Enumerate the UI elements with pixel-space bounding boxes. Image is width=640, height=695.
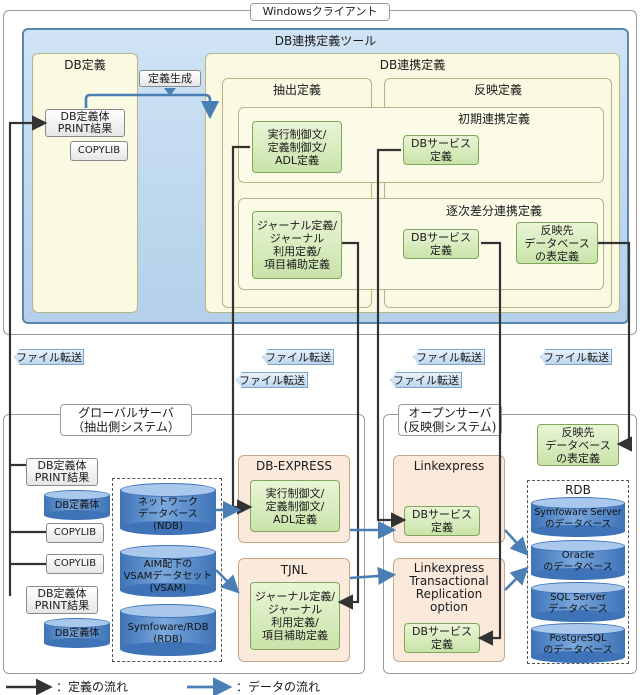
legend-definition-flow: ：定義の流れ [56,680,129,694]
vsam-cylinder: AIM配下の VSAMデータセット (VSAM) [120,545,216,597]
tjnl-title: TJNL [280,563,308,577]
delta-journal-definition: ジャーナル定義/ ジャーナル 利用定義/ 項目補助定義 [252,211,342,279]
rdb-label: Symfoware/RDB (RDB) [127,622,209,645]
db-def-print-result: DB定義体 PRINT結果 [45,109,125,137]
vsam-label: AIM配下の VSAMデータセット (VSAM) [123,559,213,594]
file-transfer-tag-3: ファイル転送 [236,372,308,388]
file-transfer-label-3: ファイル転送 [239,374,305,387]
open-server-title: オープンサーバ (反映側システム) [398,404,502,436]
os-table-definition-text: 反映先 データベース の表定義 [545,425,611,465]
open-server-title-text: オープンサーバ (反映側システム) [403,406,497,434]
linkexpress-title: Linkexpress [413,459,485,473]
delta-table-text: 反映先 データベース の表定義 [524,223,590,263]
db-link-tool-title: DB連携定義ツール [274,34,377,48]
postgresql-db-cylinder: PostgreSQL のデータベース [531,623,625,663]
initial-link-definition-title: 初期連携定義 [457,112,530,126]
db-link-definition-title: DB連携定義 [379,58,446,72]
initial-control-text: 実行制御文/ 定義制御文/ ADL定義 [267,127,327,167]
db-definition-title: DB定義 [64,58,106,72]
delta-link-definition-title: 逐次差分連携定義 [445,204,542,218]
symfoware-db-cylinder: Symfoware Server のデータベース [531,497,625,537]
file-transfer-tag-5: ファイル転送 [390,372,462,388]
ltr-content: DBサービス 定義 [404,623,480,653]
tjnl-content-text: ジャーナル定義/ ジャーナル 利用定義/ 項目補助定義 [254,590,336,642]
dbexpress-content-text: 実行制御文/ 定義制御文/ ADL定義 [265,486,325,526]
file-transfer-label-2: ファイル転送 [265,351,331,364]
gs-copylib-2: COPYLIB [46,554,104,574]
ndb-label: ネットワーク データベース (NDB) [138,497,198,532]
gs-dbdef-label-2: DB定義体 [54,628,100,639]
reflect-definition-title: 反映定義 [473,83,522,97]
initial-control-definition: 実行制御文/ 定義制御文/ ADL定義 [252,121,342,173]
file-transfer-label-1: ファイル転送 [16,351,82,364]
definition-generation-label: 定義生成 [139,70,201,87]
initial-dbservice-definition: DBサービス 定義 [403,135,479,165]
definition-generation-text: 定義生成 [148,72,192,85]
open-server-box [383,414,637,674]
db-def-print-label: DB定義体 PRINT結果 [57,110,113,135]
sqlserver-db-label: SQL Server データベース [548,592,608,615]
file-transfer-tag-4: ファイル転送 [413,349,485,365]
gs-copylib-1: COPYLIB [46,523,104,543]
delta-table-definition: 反映先 データベース の表定義 [516,222,598,264]
gs-print-result-1: DB定義体 PRINT結果 [26,458,98,486]
initial-dbservice-text: DBサービス 定義 [410,137,472,163]
gs-dbdef-cylinder-2: DB定義体 [44,618,110,648]
global-server-title-text: グローバルサーバ （抽出側システム） [72,406,180,434]
file-transfer-label-4: ファイル転送 [416,351,482,364]
windows-client-label: Windowsクライアント [250,3,390,21]
dbexpress-title: DB-EXPRESS [256,459,332,473]
oracle-db-cylinder: Oracle のデータベース [531,540,625,580]
rdb-cylinder: Symfoware/RDB (RDB) [120,604,216,656]
file-transfer-tag-1: ファイル転送 [14,349,84,365]
postgresql-db-label: PostgreSQL のデータベース [543,633,613,656]
file-transfer-label-5: ファイル転送 [393,374,459,387]
symfoware-db-label: Symfoware Server のデータベース [534,507,622,530]
delta-journal-text: ジャーナル定義/ ジャーナル 利用定義/ 項目補助定義 [256,219,338,271]
ltr-title-text: Linkexpress Transactional Replication op… [409,561,489,614]
ltr-title: Linkexpress Transactional Replication op… [393,562,505,614]
gs-copylib-1-text: COPYLIB [53,527,97,538]
dbexpress-content: 実行制御文/ 定義制御文/ ADL定義 [250,480,340,532]
sqlserver-db-cylinder: SQL Server データベース [531,582,625,622]
oracle-db-label: Oracle のデータベース [543,550,613,573]
ndb-cylinder: ネットワーク データベース (NDB) [120,483,216,535]
tjnl-content: ジャーナル定義/ ジャーナル 利用定義/ 項目補助定義 [250,582,340,650]
gs-print-result-1-text: DB定義体 PRINT結果 [34,459,90,484]
gs-dbdef-cylinder-1: DB定義体 [44,490,110,520]
extract-definition-title: 抽出定義 [272,83,321,97]
gs-dbdef-label-1: DB定義体 [54,500,100,511]
ltr-content-text: DBサービス 定義 [411,625,473,651]
linkexpress-content-text: DBサービス 定義 [411,508,473,534]
gs-print-result-2: DB定義体 PRINT結果 [26,586,98,614]
os-rdb-title: RDB [565,483,591,497]
delta-dbservice-text: DBサービス 定義 [410,231,472,257]
gs-print-result-2-text: DB定義体 PRINT結果 [34,587,90,612]
copylib-label: COPYLIB [77,145,121,156]
file-transfer-tag-6: ファイル転送 [540,349,612,365]
global-server-title: グローバルサーバ （抽出側システム） [60,404,192,436]
copylib-box: COPYLIB [70,141,128,161]
file-transfer-tag-2: ファイル転送 [262,349,334,365]
os-table-definition: 反映先 データベース の表定義 [537,424,619,466]
db-definition-panel [32,53,138,313]
legend-data-flow: ：データの流れ [236,680,321,694]
gs-copylib-2-text: COPYLIB [53,558,97,569]
file-transfer-label-6: ファイル転送 [543,351,609,364]
delta-dbservice-definition: DBサービス 定義 [403,229,479,259]
linkexpress-content: DBサービス 定義 [404,506,480,536]
